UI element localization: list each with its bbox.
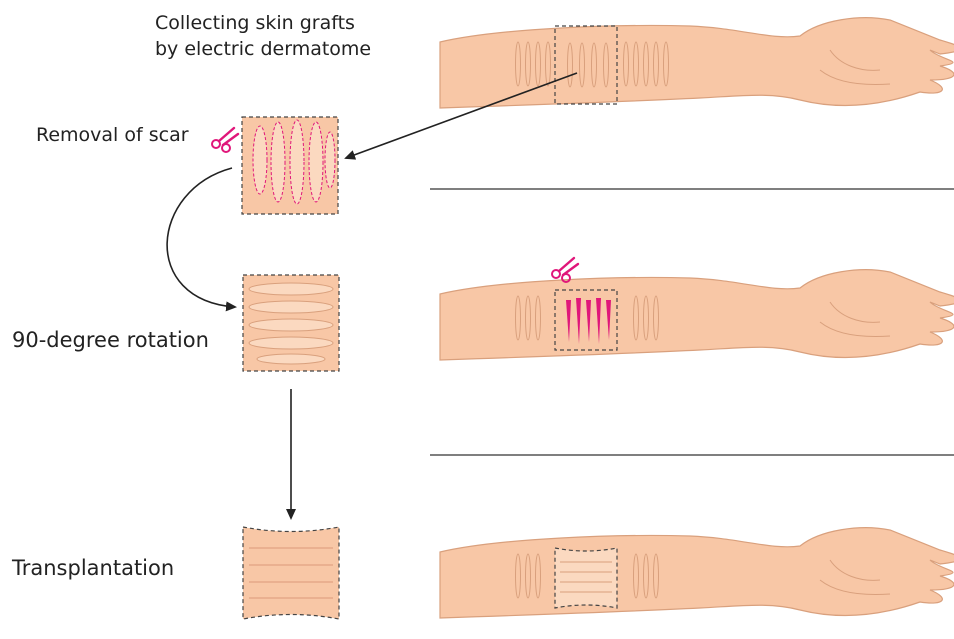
scissors-icon <box>552 258 578 282</box>
scar-removal-box <box>242 117 338 214</box>
arm-bottom <box>440 528 954 618</box>
curved-arrow-icon <box>167 168 235 307</box>
scissors-icon <box>212 128 238 152</box>
transplant-graft <box>243 527 339 619</box>
rotated-graft-box <box>243 275 339 371</box>
arm-middle <box>440 270 954 360</box>
